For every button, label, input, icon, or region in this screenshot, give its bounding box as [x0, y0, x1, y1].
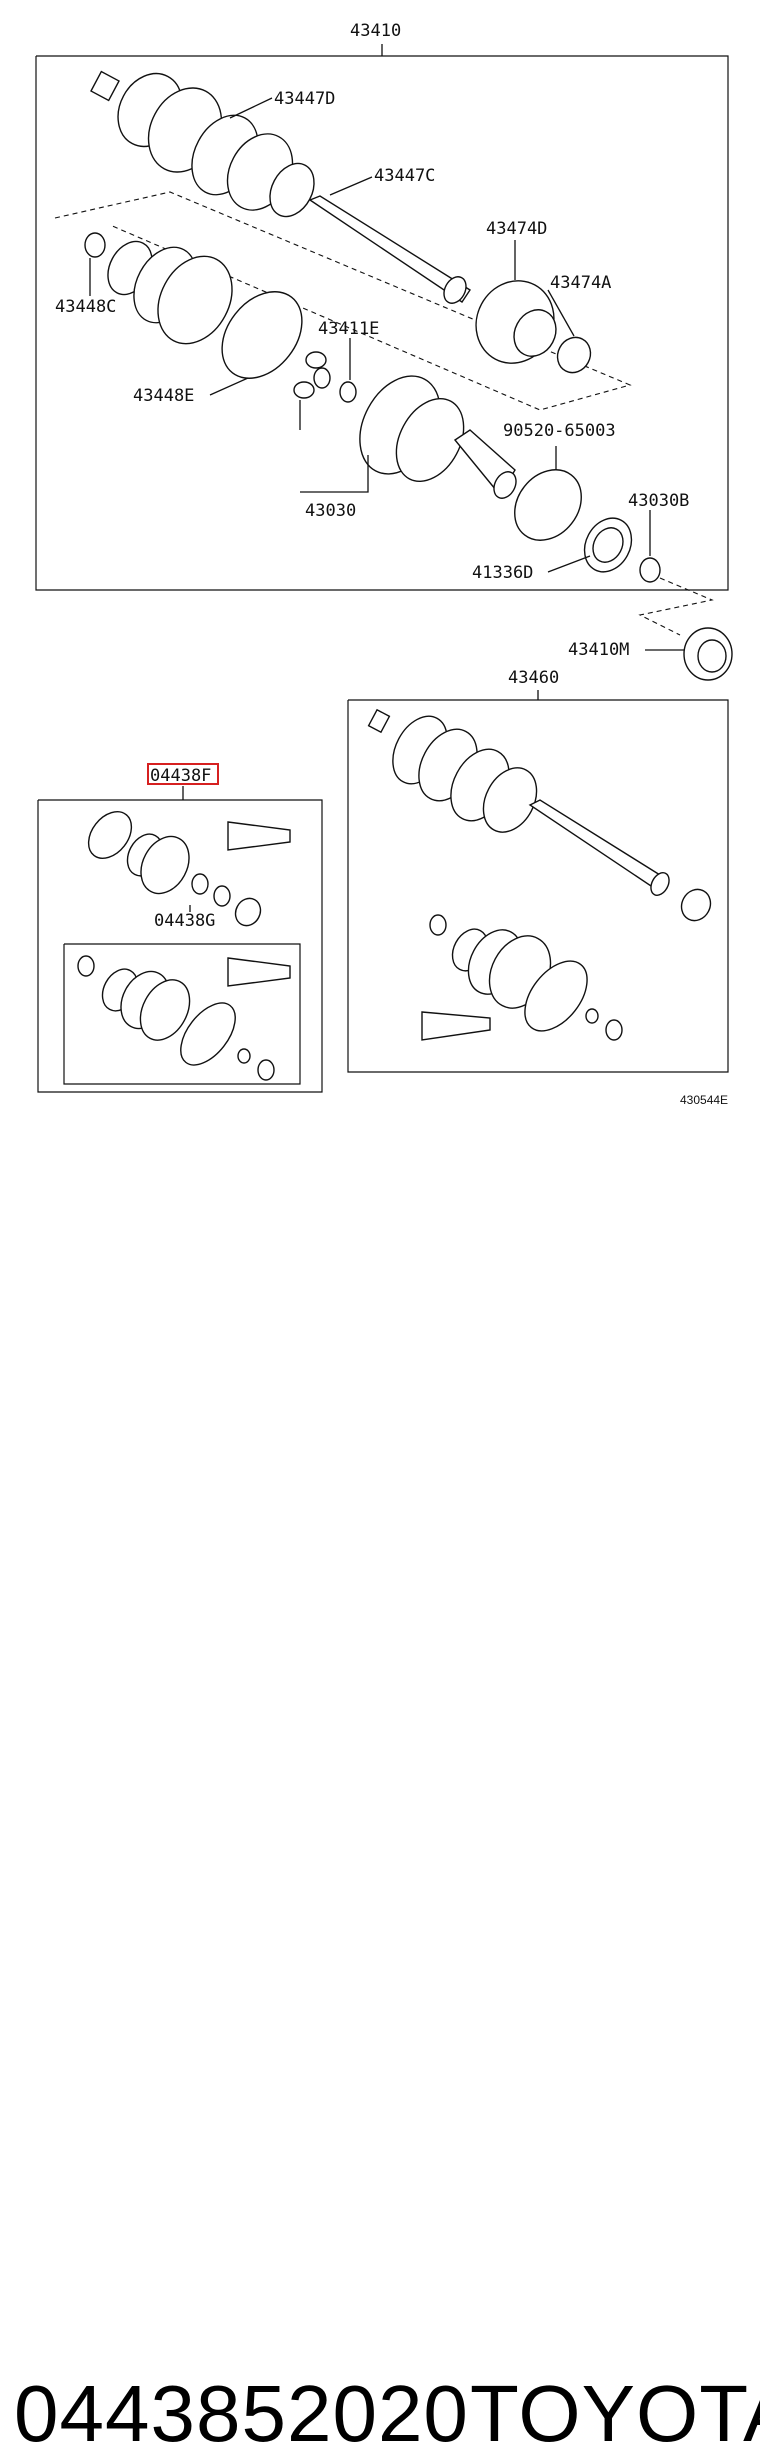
- label-43411E[interactable]: 43411E: [318, 319, 379, 339]
- label-43410[interactable]: 43410: [350, 21, 401, 41]
- label-43448E[interactable]: 43448E: [133, 386, 194, 406]
- label-43474D[interactable]: 43474D: [486, 219, 547, 239]
- assembly-43460-boot-kit-drawing: [421, 914, 623, 1041]
- main-assembly-group: 43410 43447D 43447C 43474D 434: [35, 21, 729, 591]
- snap-ring-90520: [514, 469, 582, 541]
- housing-43474D-drawing: [475, 280, 557, 364]
- label-43460[interactable]: 43460: [508, 668, 559, 688]
- bearing-43410M-group: 43410M: [568, 577, 733, 681]
- tripod-43411E-drawing: [293, 351, 357, 430]
- highlight-box: [147, 763, 219, 785]
- label-43447D[interactable]: 43447D: [274, 89, 335, 109]
- brand-name: TOYOTA: [470, 2369, 760, 2458]
- label-41336D[interactable]: 41336D: [472, 563, 533, 583]
- label-04438G[interactable]: 04438G: [154, 911, 215, 931]
- clamp-43448E: [221, 291, 303, 379]
- boot-kit-04438F-drawing: [87, 811, 291, 927]
- ring-43474A: [556, 336, 592, 374]
- assembly-43460-group: 43460: [347, 668, 729, 1073]
- inboard-joint-43030-drawing: [359, 375, 517, 499]
- label-43474A[interactable]: 43474A: [550, 273, 611, 293]
- assembly-43460-frame: [347, 699, 729, 1073]
- assembly-43460-shaft-drawing: [367, 708, 712, 922]
- boot-kit-04438F-frame: [37, 799, 323, 1093]
- label-43448C[interactable]: 43448C: [55, 297, 116, 317]
- boot-kit-04438G-drawing: [77, 955, 291, 1081]
- label-43030[interactable]: 43030: [305, 501, 356, 521]
- label-04438F[interactable]: 04438F: [150, 766, 211, 786]
- figure-code: 430544E: [680, 1093, 728, 1107]
- label-43030B[interactable]: 43030B: [628, 491, 689, 511]
- label-90520-65003[interactable]: 90520-65003: [503, 421, 616, 441]
- exploded-parts-diagram: 43410 43447D 43447C 43474D 434: [35, 21, 733, 1107]
- boot-43448C-drawing: [84, 232, 233, 345]
- part-number: 0443852020: [14, 2369, 469, 2458]
- footer: 0443852020 TOYOTA: [0, 1180, 760, 2458]
- outboard-joint-drawing: [90, 70, 471, 304]
- label-43447C[interactable]: 43447C: [374, 166, 435, 186]
- dashed-subassembly-outline: [54, 191, 632, 411]
- label-43410M[interactable]: 43410M: [568, 640, 629, 660]
- boot-kit-04438F-group: 04438F 04438G: [37, 763, 323, 1093]
- ring-43030B: [639, 557, 661, 583]
- boot-kit-04438G-frame: [63, 943, 301, 1085]
- main-assembly-frame: [35, 55, 729, 591]
